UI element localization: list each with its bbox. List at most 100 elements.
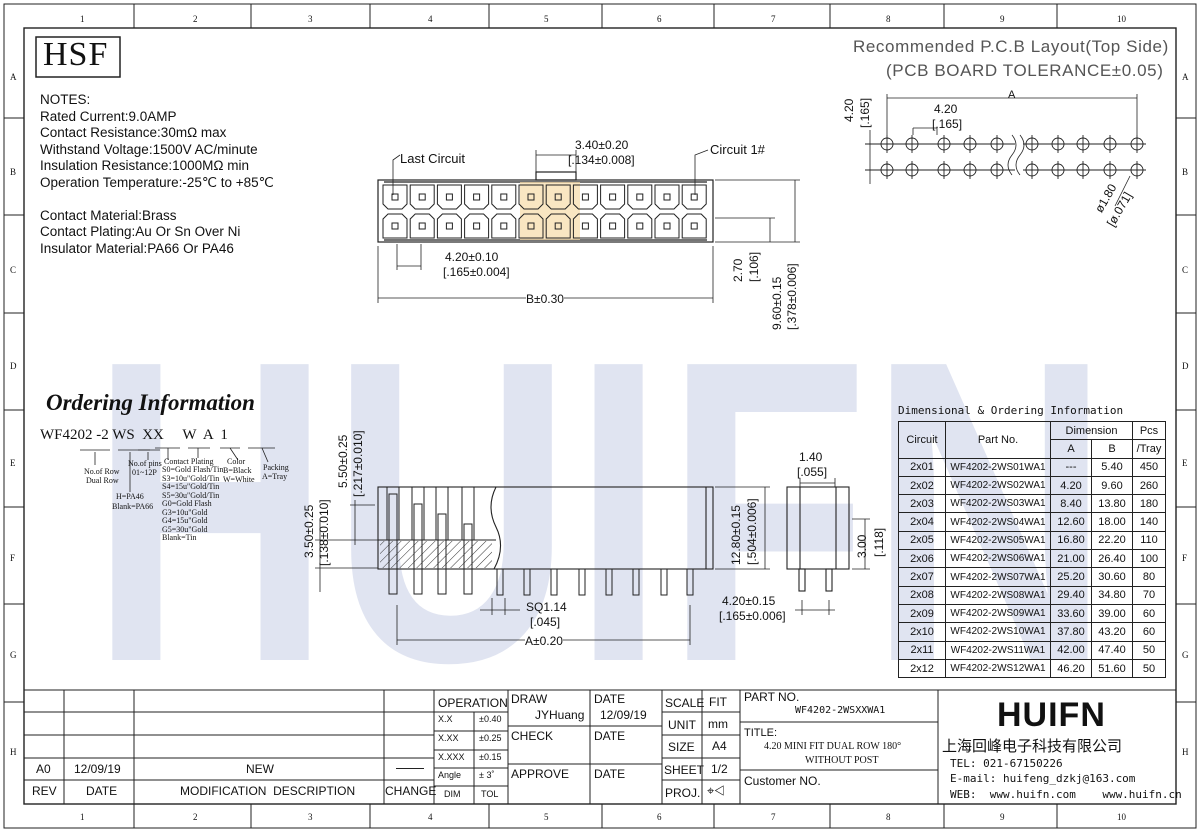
side-dim-1280-in: [.504±0.006] <box>745 498 759 565</box>
note-line: Contact Material:Brass <box>40 207 177 223</box>
part-no-value: WF4202-2WSXXWA1 <box>795 705 886 716</box>
table-cell: 50 <box>1132 640 1166 660</box>
title-value-2: WITHOUT POST <box>805 755 879 766</box>
color-option: W=White <box>223 475 255 484</box>
row-label: G <box>10 650 17 660</box>
h-change: CHANGE <box>385 784 437 798</box>
table-cell: 39.00 <box>1091 603 1133 624</box>
table-cell: 180 <box>1132 494 1166 514</box>
row-label: A <box>10 72 17 82</box>
front-dim-pitch: 4.20±0.10 <box>445 250 499 264</box>
table-cell: 18.00 <box>1091 512 1133 532</box>
customer-label: Customer NO. <box>744 774 821 788</box>
company-name-cn: 上海回峰电子科技有限公司 <box>942 738 1123 755</box>
row-label: C <box>1182 265 1189 275</box>
table-cell: 51.60 <box>1091 658 1133 679</box>
table-cell: 450 <box>1132 457 1166 477</box>
company-tel: TEL: 021-67150226 <box>950 757 1063 770</box>
h-dim: DIM <box>444 789 461 799</box>
draw-date-label: DATE <box>594 692 626 706</box>
table-cell: 60 <box>1132 603 1166 624</box>
packing-title: Packing <box>263 463 289 472</box>
plating-option: S5=30u"Gold/Tin <box>162 490 220 500</box>
tol-value: ±0.15 <box>479 752 502 762</box>
column-label: 9 <box>1000 812 1005 822</box>
hsf-logo: HSF <box>43 36 109 73</box>
table-cell: 46.20 <box>1050 658 1092 679</box>
front-dim-top-in: [.134±0.008] <box>568 153 635 167</box>
row-label: B <box>10 167 17 177</box>
table-cell: 25.20 <box>1050 567 1092 587</box>
h-tol: TOL <box>481 789 499 799</box>
table-cell: WF4202-2WS09WA1 <box>945 603 1051 624</box>
table-cell: 37.80 <box>1050 622 1092 642</box>
front-dim-270: 2.70 <box>731 258 745 282</box>
table-cell: 2x10 <box>898 622 946 642</box>
table-cell: 70 <box>1132 585 1166 605</box>
front-dim-270-in: [.106] <box>747 251 761 282</box>
table-cell: 47.40 <box>1091 640 1133 660</box>
column-label: 6 <box>657 14 662 24</box>
front-dim-960-in: [.378±0.006] <box>785 263 799 330</box>
side-dim-420-in: [.165±0.006] <box>719 609 786 623</box>
column-label: 3 <box>308 812 313 822</box>
check-label: CHECK <box>511 729 554 743</box>
th-part: Part No. <box>945 421 1051 459</box>
table-cell: 100 <box>1132 549 1166 569</box>
table-cell: WF4202-2WS03WA1 <box>945 494 1051 514</box>
note-line: Operation Temperature:-25℃ to +85℃ <box>40 174 274 190</box>
table-cell: 80 <box>1132 567 1166 587</box>
side-dim-300-in: [.118] <box>872 527 886 557</box>
tol-dim: X.X <box>438 714 453 724</box>
column-label: 5 <box>544 812 549 822</box>
table-cell: 50 <box>1132 658 1166 679</box>
note-line: Insulation Resistance:1000MΩ min <box>40 158 249 173</box>
draw-label: DRAW <box>511 692 548 706</box>
th-pcs: Pcs <box>1132 420 1166 441</box>
unit-label: UNIT <box>668 718 696 732</box>
h-date: DATE <box>86 784 118 798</box>
note-line <box>40 191 274 208</box>
column-label: 8 <box>886 14 891 24</box>
plating-option: G5=30u"Gold <box>162 524 208 534</box>
ordering-code: WF4202 -2 WS XX W A 1 <box>40 427 228 443</box>
column-label: 5 <box>544 14 549 24</box>
tol-dim: Angle <box>438 770 462 780</box>
column-label: 4 <box>428 812 433 822</box>
th-b: B <box>1091 439 1133 459</box>
tol-value: ± 3˚ <box>479 770 495 780</box>
table-cell: 34.80 <box>1091 585 1133 605</box>
size-label: SIZE <box>668 740 695 754</box>
table-cell: 140 <box>1132 512 1166 532</box>
row-label: D <box>1182 361 1189 371</box>
approve-date-label: DATE <box>594 767 626 781</box>
table-cell: 43.20 <box>1091 622 1133 642</box>
table-cell: 2x04 <box>898 512 946 532</box>
table-cell: WF4202-2WS08WA1 <box>945 585 1051 605</box>
row-label: E <box>10 458 16 468</box>
pins-label: No.of pins <box>128 459 162 468</box>
column-label: 7 <box>771 812 776 822</box>
side-dim-350-in: [.138±0.010] <box>317 499 331 566</box>
unit-value: mm <box>708 717 728 731</box>
th-a: A <box>1050 439 1092 459</box>
side-dim-300: 3.00 <box>855 534 869 558</box>
table-cell: WF4202-2WS12WA1 <box>945 658 1051 679</box>
table-cell: 21.00 <box>1050 549 1092 569</box>
column-label: 4 <box>428 14 433 24</box>
table-cell: 22.20 <box>1091 530 1133 551</box>
column-label: 9 <box>1000 14 1005 24</box>
th-circuit: Circuit <box>898 421 946 459</box>
side-dim-sq: SQ1.14 <box>526 600 567 614</box>
column-label: 1 <box>80 812 85 822</box>
pcb-title: Recommended P.C.B Layout(Top Side) <box>853 37 1169 56</box>
table-cell: WF4202-2WS02WA1 <box>945 475 1051 496</box>
